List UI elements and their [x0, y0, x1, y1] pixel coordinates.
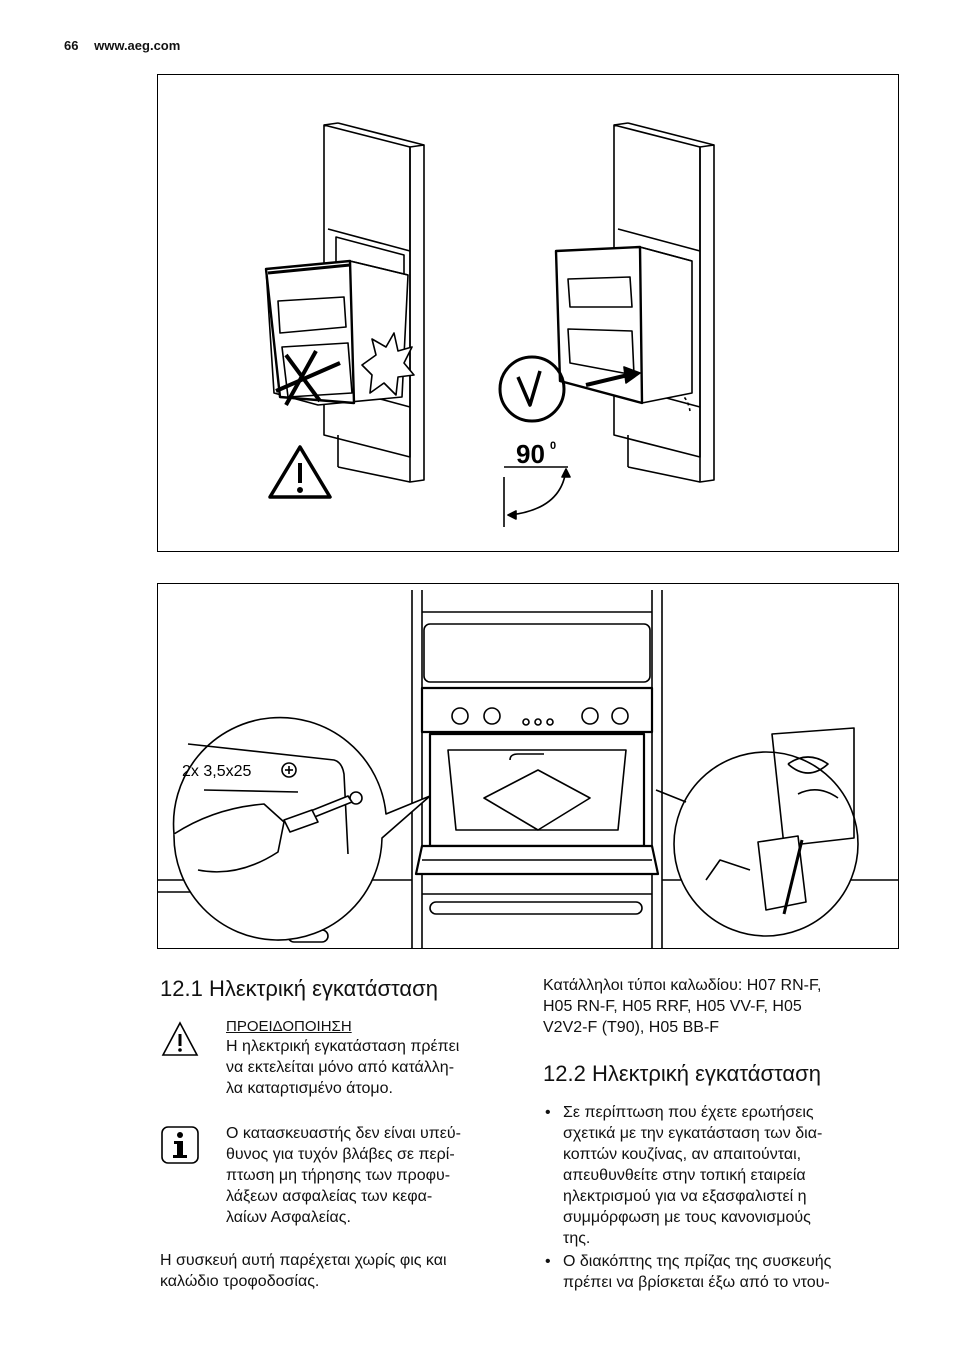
- section-12-1-heading: 12.1 Ηλεκτρική εγκατάσταση: [160, 975, 510, 1003]
- warning-title: ΠΡΟΕΙΔΟΠΟΙΗΣΗ: [226, 1018, 352, 1035]
- section-12-2-number: 12.2: [543, 1061, 586, 1086]
- oven-fixing-figure: 2x 3,5x25: [157, 583, 899, 949]
- wrong-mark-icon: [275, 350, 341, 406]
- bullet-line: ηλεκτρισμού για να εξασφαλιστεί η: [563, 1188, 807, 1205]
- push-arrow-icon: [585, 366, 641, 387]
- list-item: • Σε περίπτωση που έχετε ερωτήσεις σχετι…: [543, 1102, 893, 1249]
- paragraph-line: H05 RN-F, H05 RRF, H05 VV-F, H05: [543, 998, 802, 1015]
- warning-line: Η ηλεκτρική εγκατάσταση πρέπει: [226, 1038, 460, 1055]
- info-line: Ο κατασκευαστής δεν είναι υπεύ-: [226, 1125, 461, 1142]
- correct-check-icon: [498, 355, 566, 423]
- info-note: Ο κατασκευαστής δεν είναι υπεύ- θυνος γι…: [160, 1123, 510, 1228]
- paragraph-line: καλώδιο τροφοδοσίας.: [160, 1273, 320, 1290]
- section-12-2-heading: 12.2 Ηλεκτρική εγκατάσταση: [543, 1060, 893, 1088]
- section-12-1-title: Ηλεκτρική εγκατάσταση: [208, 976, 438, 1001]
- info-line: λάξεων ασφαλείας των κεφα-: [226, 1188, 433, 1205]
- oven-insertion-illustration: 90 0: [264, 122, 715, 527]
- paragraph-line: Κατάλληλοι τύποι καλωδίου: H07 RN-F,: [543, 977, 822, 994]
- info-line: θυνος για τυχόν βλάβες σε περί-: [226, 1146, 455, 1163]
- oven-insertion-figure: 90 0: [157, 74, 899, 552]
- section-12-2-title: Ηλεκτρική εγκατάσταση: [591, 1061, 821, 1086]
- warning-line: λα καταρτισμένο άτομο.: [226, 1080, 393, 1097]
- info-line: λαίων Ασφαλείας.: [226, 1209, 351, 1226]
- installation-bullets: • Σε περίπτωση που έχετε ερωτήσεις σχετι…: [543, 1102, 893, 1293]
- left-column: 12.1 Ηλεκτρική εγκατάσταση ΠΡΟΕΙΔΟΠΟΙΗΣΗ…: [160, 975, 510, 1292]
- anchor-detail-magnifier: [655, 727, 859, 937]
- bullet-line: σχετικά με την εγκατάσταση των δια-: [563, 1125, 823, 1142]
- screw-detail-magnifier: [172, 716, 431, 941]
- bullet-line: της.: [563, 1230, 591, 1247]
- angle-sup: 0: [550, 440, 556, 452]
- bullet-line: πρέπει να βρίσκεται έξω από το ντου-: [563, 1274, 830, 1291]
- info-line: πτωση μη τήρησης των προφυ-: [226, 1167, 451, 1184]
- list-item: • Ο διακόπτης της πρίζας της συσκευής πρ…: [543, 1251, 893, 1293]
- oven-fixing-illustration: 2x 3,5x25: [158, 590, 898, 948]
- page-header: 66 www.aeg.com: [64, 38, 180, 53]
- section-12-1-number: 12.1: [160, 976, 203, 1001]
- paragraph-line: Η συσκευή αυτή παρέχεται χωρίς φις και: [160, 1252, 447, 1269]
- cable-types-paragraph: Κατάλληλοι τύποι καλωδίου: H07 RN-F, H05…: [543, 975, 893, 1038]
- collision-star: [361, 332, 415, 396]
- page-number: 66: [64, 38, 79, 53]
- bullet-line: Σε περίπτωση που έχετε ερωτήσεις: [563, 1104, 814, 1121]
- bullet-line: συμμόρφωση με τους κανονισμούς: [563, 1209, 811, 1226]
- right-column: Κατάλληλοι τύποι καλωδίου: H07 RN-F, H05…: [543, 975, 893, 1295]
- warning-icon: [161, 1021, 199, 1056]
- supply-paragraph: Η συσκευή αυτή παρέχεται χωρίς φις και κ…: [160, 1250, 510, 1292]
- bullet-line: κοπτών κουζίνας, αν απαιτούνται,: [563, 1146, 802, 1163]
- bullet-line: απευθυνθείτε στην τοπική εταιρεία: [563, 1167, 806, 1184]
- angle-label: 90: [516, 439, 545, 469]
- bullet-line: Ο διακόπτης της πρίζας της συσκευής: [563, 1253, 832, 1270]
- warning-triangle-icon: [268, 445, 332, 499]
- info-icon: [161, 1126, 199, 1164]
- oven-front: [414, 686, 660, 876]
- warning-line: να εκτελείται μόνο από κατάλλη-: [226, 1059, 455, 1076]
- warning-note: ΠΡΟΕΙΔΟΠΟΙΗΣΗ Η ηλεκτρική εγκατάσταση πρ…: [160, 1017, 510, 1099]
- right-angle-icon: [503, 466, 571, 527]
- screw-label: 2x 3,5x25: [182, 763, 251, 780]
- straight-oven: [554, 245, 693, 405]
- paragraph-line: V2V2-F (T90), H05 BB-F: [543, 1019, 720, 1036]
- site-url: www.aeg.com: [94, 38, 181, 53]
